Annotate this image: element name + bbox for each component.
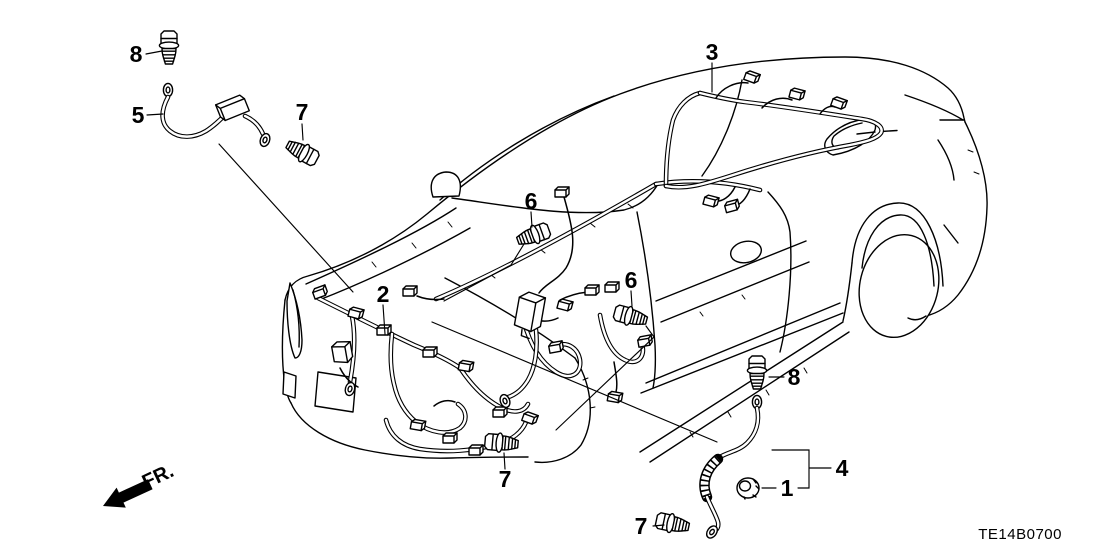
callout-3: 3: [706, 39, 719, 65]
callout-7-top-left: 7: [296, 99, 309, 125]
fr-direction-arrow: FR.: [103, 460, 177, 508]
diagram-code: TE14B0700: [978, 526, 1062, 543]
bolts: [158, 30, 768, 538]
callout-1: 1: [781, 475, 794, 501]
grommet-connector: [737, 478, 759, 499]
bolt-icon: [158, 30, 180, 65]
bolt-icon: [611, 302, 650, 331]
callout-6-upper: 6: [525, 188, 538, 214]
callout-6-lower: 6: [625, 267, 638, 293]
front-wire-harness: [311, 181, 760, 456]
callout-7-bumper: 7: [499, 466, 512, 492]
leader-lines: [146, 51, 831, 526]
ground-cable-rear: [704, 394, 763, 541]
fr-arrow-icon: [103, 479, 153, 508]
bolt-icon: [282, 135, 322, 170]
callout-2: 2: [377, 281, 390, 307]
callout-5: 5: [132, 102, 145, 128]
bolt-icon: [653, 509, 692, 538]
bolt-icon: [746, 355, 768, 390]
callout-4: 4: [836, 455, 849, 481]
callout-8-top-left: 8: [130, 41, 143, 67]
roof-wire-harness: [666, 69, 882, 214]
callout-7-rear: 7: [635, 513, 648, 539]
car-body-outline: [282, 57, 987, 462]
ground-cable-front: [163, 82, 273, 149]
callout-8-rear: 8: [788, 364, 801, 390]
callouts: 8 5 7 3 6 2 6 8 4 1 7 7: [130, 39, 849, 539]
